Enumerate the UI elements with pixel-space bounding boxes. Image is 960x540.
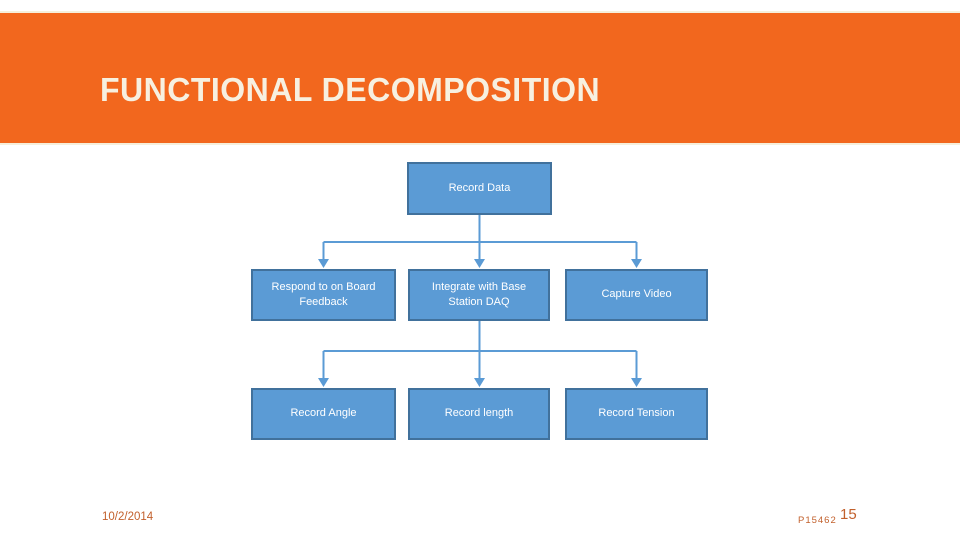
tree-node-integrate-with-base-station-daq: Integrate with Base Station DAQ [408, 269, 550, 321]
connector-level2-to-level3 [322, 321, 638, 379]
tree-node-capture-video: Capture Video [565, 269, 708, 321]
footer-date: 10/2/2014 [102, 511, 154, 523]
title-band: FUNCTIONAL DECOMPOSITION [0, 11, 960, 145]
arrowheads-level2 [318, 259, 642, 268]
tree-node-record-tension: Record Tension [565, 388, 708, 440]
connector-root-to-level2 [322, 215, 638, 260]
tree-node-record-angle: Record Angle [251, 388, 396, 440]
footer-project-code: P15462 [798, 515, 837, 526]
slide-number: 15 [840, 506, 857, 523]
arrowheads-level3 [318, 378, 642, 387]
tree-node-respond-to-on-board-feedback: Respond to on Board Feedback [251, 269, 396, 321]
tree-node-record-data: Record Data [407, 162, 552, 215]
page-title: FUNCTIONAL DECOMPOSITION [100, 71, 601, 108]
tree-node-record-length: Record length [408, 388, 550, 440]
